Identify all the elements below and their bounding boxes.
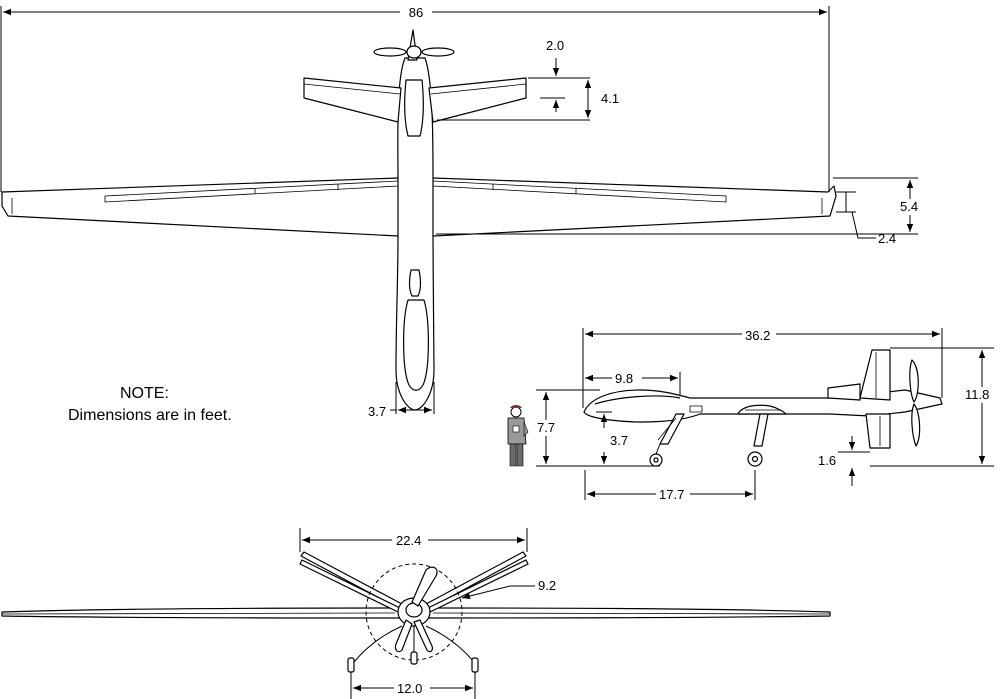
dim-ground-clearance: 1.6: [818, 453, 836, 468]
front-view: [1, 551, 831, 673]
side-view: [583, 349, 943, 467]
front-view-dimensions: 22.4 9.2 12.0: [299, 528, 556, 699]
side-view-vtail-lower: [865, 413, 891, 449]
dim-wing-tip-chord: 2.4: [878, 231, 896, 246]
dim-overall-height: 11.8: [965, 387, 989, 402]
dim-nose-gear-height: 3.7: [610, 433, 628, 448]
dim-tail-chord-offset: 2.0: [546, 38, 564, 53]
top-view-dimensions: 86 2.0 4.1 5.4 2.4 3.7: [0, 4, 926, 419]
dim-gear-track: 12.0: [397, 681, 422, 696]
dim-prop-diameter: 9.2: [538, 578, 556, 593]
top-view-tailplane: [303, 77, 402, 123]
dim-tail-chord: 4.1: [601, 91, 619, 106]
top-view: [1, 29, 837, 411]
dim-nose-to-gear: 9.8: [615, 371, 633, 386]
side-view-propeller: [909, 359, 919, 403]
dim-fuselage-width: 3.7: [368, 404, 386, 419]
dim-wing-root-chord: 5.4: [900, 199, 918, 214]
scale-person-figure: [507, 405, 529, 467]
front-view-propeller-disc: [365, 563, 463, 661]
front-view-vtail-left: [300, 551, 403, 609]
side-view-dimensions: 36.2 9.8 11.8 7.7 3.7 1.6 17.7: [534, 327, 1000, 503]
dim-wingspan: 86: [409, 5, 423, 20]
dim-wheelbase: 17.7: [659, 487, 684, 502]
note-title: NOTE:: [120, 385, 169, 402]
note-text: Dimensions are in feet.: [68, 407, 232, 424]
dim-overall-length: 36.2: [745, 328, 770, 343]
dim-fuselage-height: 7.7: [537, 420, 555, 435]
dim-vtail-span: 22.4: [396, 533, 421, 548]
front-view-vtail-right: [425, 551, 527, 609]
side-view-vtail-upper: [859, 349, 891, 401]
